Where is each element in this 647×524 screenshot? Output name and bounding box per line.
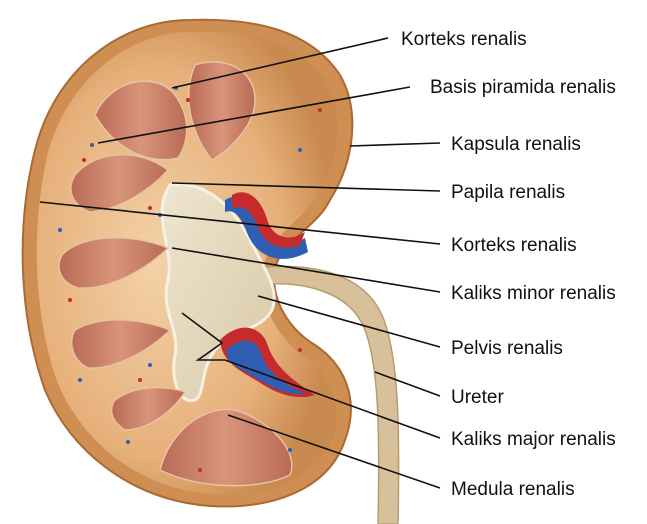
label-pelvis-renalis: Pelvis renalis <box>451 338 563 359</box>
label-korteks-renalis-1: Korteks renalis <box>401 29 527 50</box>
label-ureter: Ureter <box>451 387 504 408</box>
label-kaliks-minor-renalis: Kaliks minor renalis <box>451 283 616 304</box>
label-basis-piramida-renalis: Basis piramida renalis <box>430 77 616 98</box>
label-kaliks-major-renalis: Kaliks major renalis <box>451 429 616 450</box>
label-papila-renalis: Papila renalis <box>451 182 565 203</box>
labels: Korteks renalis Basis piramida renalis K… <box>401 29 616 500</box>
label-medula-renalis: Medula renalis <box>451 479 575 500</box>
leader-kapsula-renalis <box>350 143 440 146</box>
label-korteks-renalis-2: Korteks renalis <box>451 235 577 256</box>
label-kapsula-renalis: Kapsula renalis <box>451 134 581 155</box>
